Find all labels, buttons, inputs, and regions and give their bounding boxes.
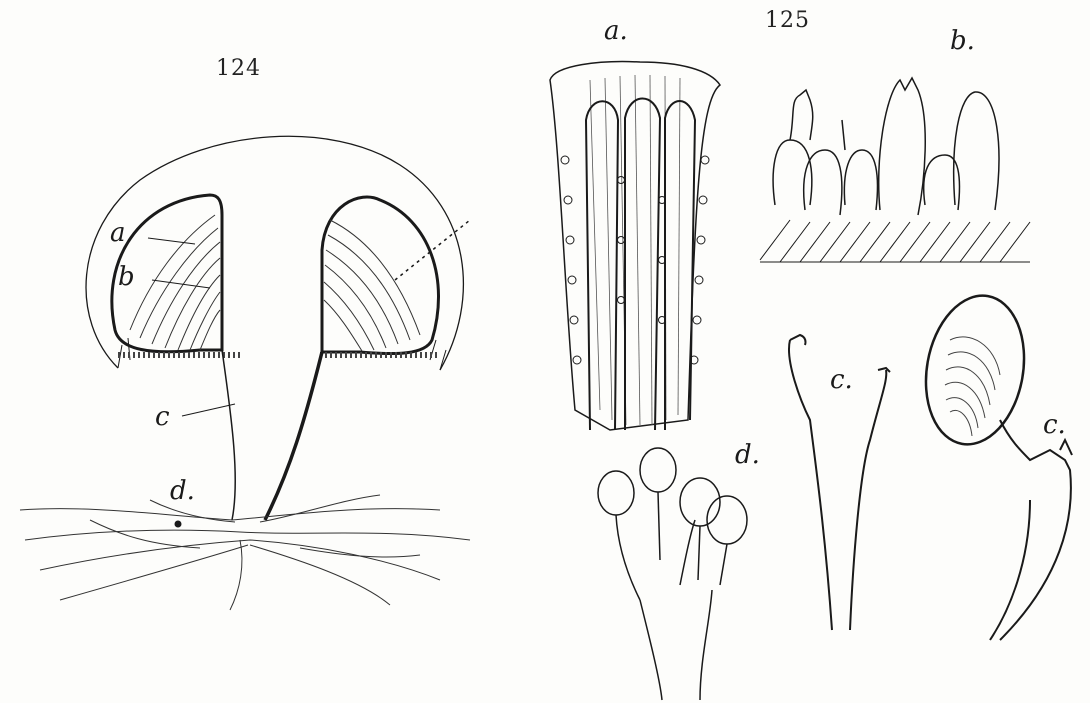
fig124-label-b: b [118,262,135,292]
fig125b-basidia [760,78,1030,262]
dotted-pointer [395,220,470,280]
spore-oval [915,288,1036,452]
fig124-label-d: d. [170,476,195,506]
gill-loop-mid [625,99,660,431]
fig125-label-c2: c. [1043,410,1066,440]
fig125d-basidium [598,448,747,700]
basidia-base-hatching [760,220,1030,262]
leader-d-dot [175,521,181,527]
right-gill-lines [324,220,420,351]
leader-c [182,404,235,416]
stem-left [222,350,235,520]
stem-right [265,352,322,520]
fig125c-cystidia [789,288,1072,640]
left-gill-lines [130,215,220,350]
mycelium [20,495,470,610]
fig125-label-d: d. [735,440,760,470]
fig125-label-b: b. [950,26,975,56]
cap-outer-outline [86,136,463,370]
gill-loop-left [586,101,618,430]
fig124-label-a: a [110,218,126,248]
right-gill-border [322,197,439,354]
fig125-label-a: a. [604,16,628,46]
fig124-label-c: c [155,402,170,432]
spore-beads [561,156,709,364]
gill-section-striations [590,75,680,425]
gill-loop-right [665,101,695,430]
figure-number-124: 124 [216,56,261,81]
figure-number-125: 125 [765,8,810,33]
cystidium-right-stalk [990,420,1071,640]
spore-layers [945,337,1000,436]
fig124-mushroom [20,136,470,610]
fig125a-gill-section [550,62,720,430]
fig125-label-c1: c. [830,365,853,395]
